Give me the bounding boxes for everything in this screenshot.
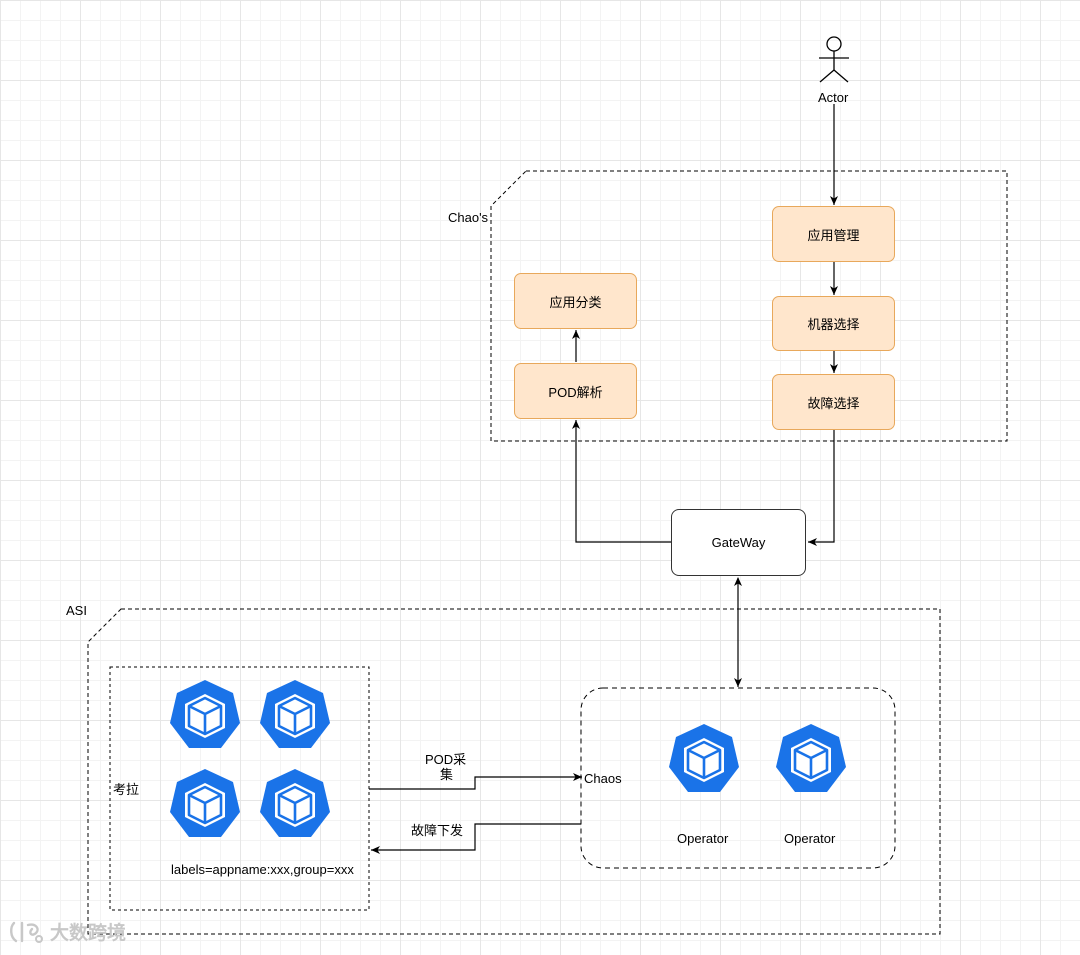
kubernetes-icon: [774, 722, 848, 794]
fault-select-node[interactable]: 故障选择: [772, 374, 895, 430]
actor-label: Actor: [818, 90, 849, 105]
app-manage-label: 应用管理: [807, 227, 860, 243]
watermark-logo-icon: [10, 921, 43, 943]
app-classify-node[interactable]: 应用分类: [514, 273, 637, 329]
app-classify-label: 应用分类: [549, 294, 602, 310]
operator-label-2: Operator: [784, 831, 836, 846]
gateway-label: GateWay: [711, 535, 766, 550]
operator-label-1: Operator: [677, 831, 729, 846]
pod-collect-label-line2: 集: [440, 767, 454, 782]
kubernetes-icon: [168, 767, 242, 839]
kaola-label: 考拉: [113, 782, 140, 797]
kubernetes-icon: [258, 678, 332, 750]
actor-icon: [819, 36, 849, 83]
asi-group-label: ASI: [66, 603, 87, 618]
pod-collect-label-line1: POD采: [425, 752, 467, 767]
fault-select-label: 故障选择: [807, 395, 860, 411]
watermark-text: 大数跨境: [50, 923, 127, 944]
labels-text: labels=appname:xxx,group=xxx: [171, 862, 354, 877]
asi-group-border: [87, 608, 941, 935]
pod-parse-label: POD解析: [548, 384, 603, 400]
pod-parse-node[interactable]: POD解析: [514, 363, 637, 419]
chaos-group-border: [490, 170, 1008, 442]
kubernetes-icon: [258, 767, 332, 839]
machine-select-label: 机器选择: [807, 317, 860, 332]
kubernetes-icon: [667, 722, 741, 794]
kubernetes-icon: [168, 678, 242, 750]
gateway-node[interactable]: GateWay: [671, 509, 806, 576]
watermark: 大数跨境: [8, 918, 126, 945]
chaos-group-label: Chao's: [448, 210, 489, 225]
machine-select-node[interactable]: 机器选择: [772, 296, 895, 351]
app-manage-node[interactable]: 应用管理: [772, 206, 895, 262]
fault-dispatch-label: 故障下发: [411, 823, 464, 838]
chaos-label: Chaos: [584, 771, 622, 786]
